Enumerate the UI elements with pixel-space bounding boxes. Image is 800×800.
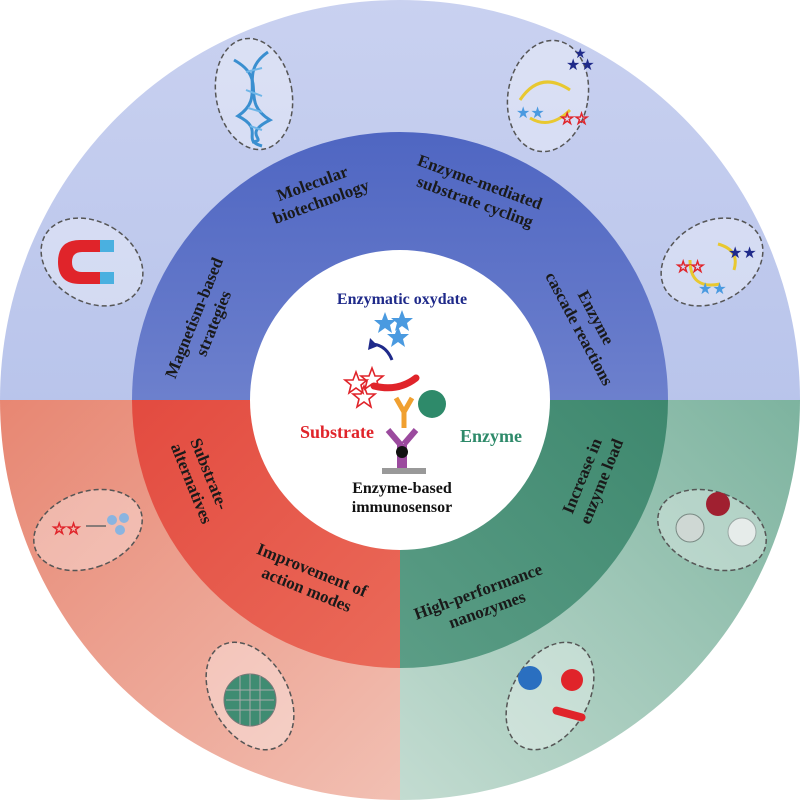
enzymatic-oxydate-label: Enzymatic oxydate bbox=[337, 291, 467, 308]
center-content: Enzymatic oxydate Substrate bbox=[300, 291, 522, 516]
enzyme-label: Enzyme bbox=[460, 426, 522, 446]
svg-text:★★: ★★ bbox=[698, 281, 727, 298]
svg-text:☆☆: ☆☆ bbox=[676, 259, 705, 276]
star-linker-icon: ☆☆ bbox=[52, 513, 129, 539]
enzyme-ball-icon bbox=[418, 390, 446, 418]
nanoparticles-icon bbox=[518, 666, 586, 722]
svg-text:★: ★ bbox=[574, 47, 587, 62]
antibody-icon bbox=[382, 396, 426, 474]
substrate-stars-icon bbox=[342, 365, 386, 409]
dna-icon bbox=[233, 50, 274, 148]
svg-text:☆☆: ☆☆ bbox=[52, 521, 81, 538]
immunosensor-label-line1: Enzyme-based bbox=[352, 480, 452, 497]
svg-text:☆☆: ☆☆ bbox=[560, 111, 589, 128]
star-cycle-icon: ★★★ ★★ ☆☆ bbox=[516, 47, 595, 129]
star-cascade-icon: ★★ ☆☆ ★★ bbox=[676, 242, 757, 298]
oxydate-stars-icon bbox=[374, 310, 413, 347]
mesh-particle-icon bbox=[223, 673, 277, 727]
immunosensor-label-line2: immunosensor bbox=[352, 499, 452, 516]
magnet-icon bbox=[58, 240, 114, 284]
substrate-label: Substrate bbox=[300, 422, 374, 442]
svg-text:★★: ★★ bbox=[516, 105, 545, 122]
svg-text:★★: ★★ bbox=[566, 57, 595, 74]
svg-text:★★: ★★ bbox=[728, 245, 757, 262]
nanozyme-cluster-icon bbox=[675, 492, 757, 547]
